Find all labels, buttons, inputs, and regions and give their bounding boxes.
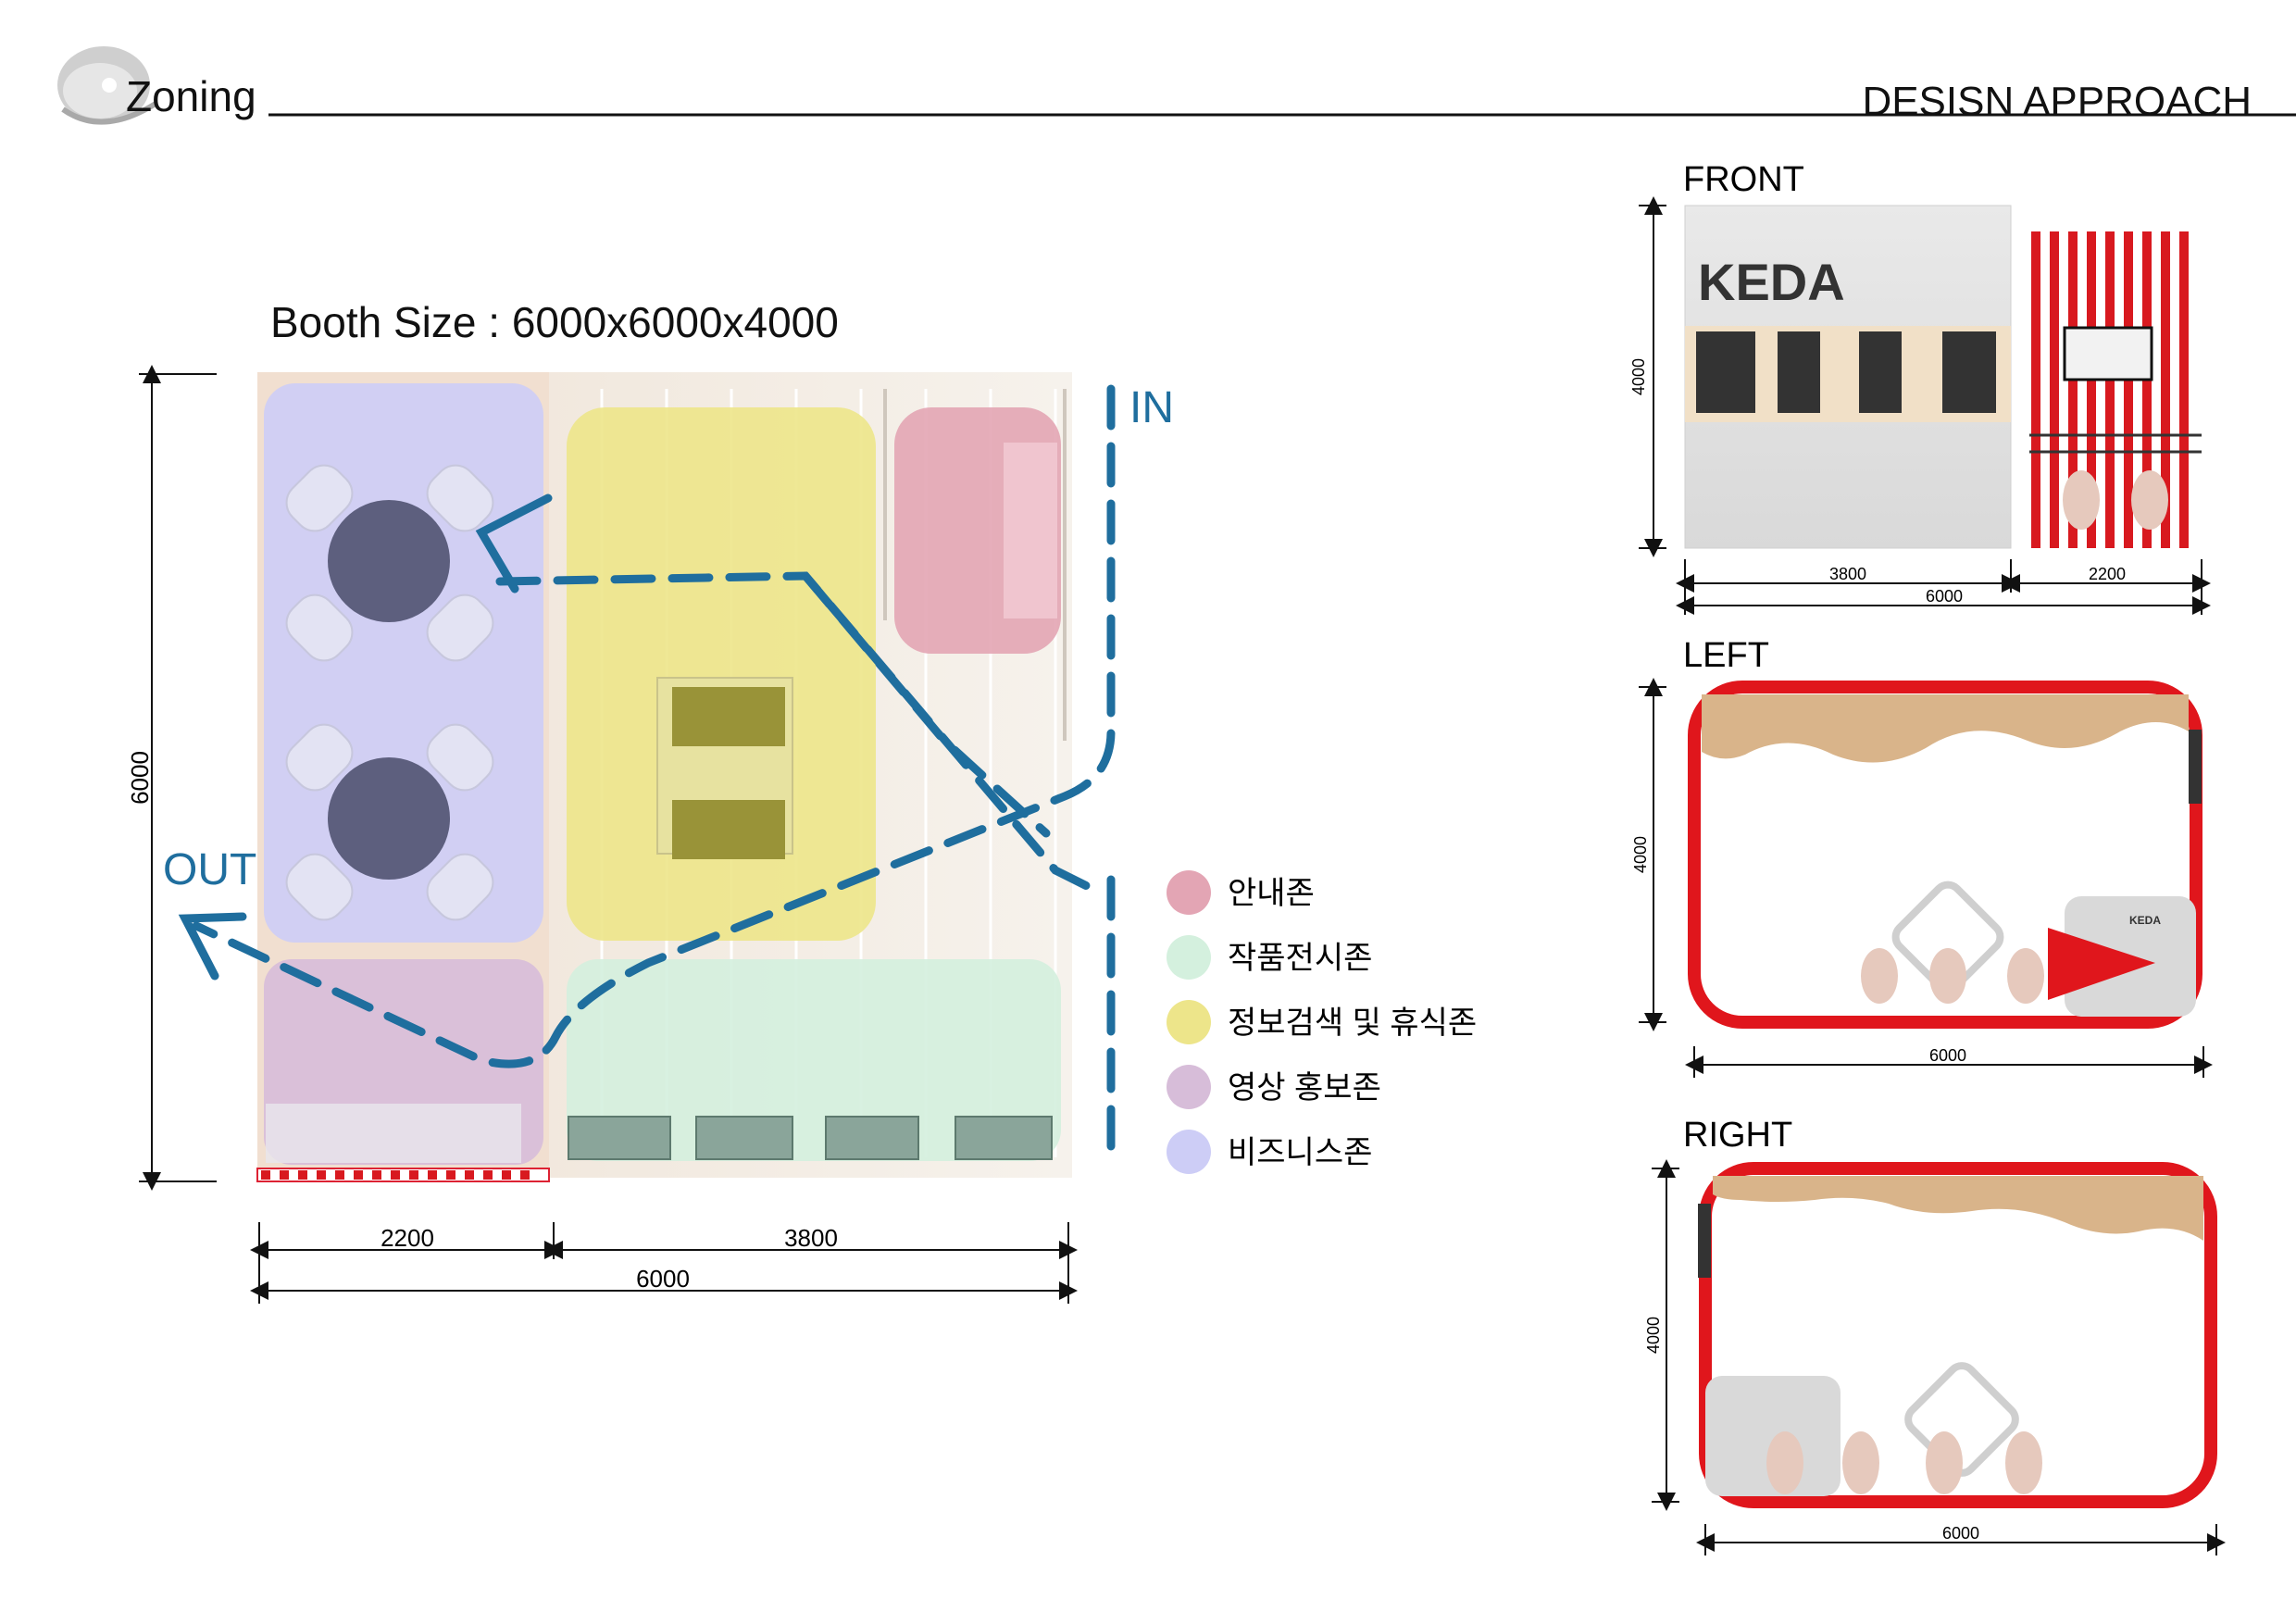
right-chair	[1926, 1431, 1963, 1494]
left-counter-graphic	[2048, 928, 2155, 1000]
left-height-dim: 4000	[1631, 836, 1650, 873]
left-chair	[2007, 948, 2044, 1004]
legend-label: 안내존	[1228, 876, 1315, 911]
dim-vertical: 6000	[126, 751, 154, 805]
section-title: Zoning	[126, 72, 256, 120]
legend-label: 비즈니스존	[1228, 1135, 1372, 1170]
left-chair	[1861, 948, 1898, 1004]
front-dim-a: 3800	[1829, 565, 1866, 583]
front-title: FRONT	[1683, 160, 1804, 199]
out-label: OUT	[163, 845, 256, 894]
right-chair	[2005, 1431, 2042, 1494]
legend-item: 안내존	[1167, 870, 1315, 915]
left-logo-text: KEDA	[2129, 914, 2161, 927]
right-elevation: RIGHT 4000 6000	[1644, 1116, 2226, 1555]
left-table	[1891, 881, 2004, 993]
striped-wall	[256, 1168, 550, 1182]
legend-label: 작품전시존	[1228, 941, 1372, 976]
right-side-screen	[1698, 1204, 1711, 1278]
right-chair	[1766, 1431, 1803, 1494]
plan-dimensions	[139, 365, 1078, 1304]
booth-size-label: Booth Size : 6000x6000x4000	[270, 298, 839, 346]
shell-logo-icon	[57, 46, 157, 125]
left-dim-total: 6000	[1929, 1046, 1966, 1065]
right-counter	[1705, 1376, 1841, 1496]
posters	[1696, 331, 1996, 413]
dim-right-width: 3800	[784, 1224, 838, 1252]
left-dimensions	[1639, 678, 2213, 1078]
right-chair	[1842, 1431, 1879, 1494]
zone-legend: 안내존 작품전시존 정보검색 및 휴식존 영상 홍보존 비즈니스존	[1167, 870, 1477, 1174]
front-dim-total: 6000	[1926, 587, 1963, 606]
legend-swatch	[1167, 1000, 1211, 1044]
front-chair	[2131, 470, 2168, 530]
left-title: LEFT	[1683, 636, 1769, 675]
header: Zoning DESISN APPROACH	[57, 46, 2296, 125]
left-side-screen	[2189, 730, 2202, 804]
legend-label: 영상 홍보존	[1228, 1070, 1381, 1106]
right-height-dim: 4000	[1644, 1317, 1663, 1354]
meeting-table-1	[285, 464, 494, 662]
keda-logo-text: KEDA	[1698, 253, 1845, 311]
left-chair	[1929, 948, 1966, 1004]
zone-exhibition	[567, 959, 1061, 1161]
legend-item: 작품전시존	[1167, 935, 1372, 980]
exhibit-cases	[568, 1116, 1053, 1160]
legend-swatch	[1167, 1065, 1211, 1109]
zone-info-rest	[567, 407, 876, 941]
right-title: RIGHT	[1683, 1116, 1792, 1155]
front-height-dim: 4000	[1629, 358, 1648, 395]
legend-swatch	[1167, 1130, 1211, 1174]
guide-desk	[1004, 443, 1057, 618]
right-dimensions	[1652, 1159, 2226, 1555]
keda-logo: KEDA	[1698, 253, 1845, 311]
front-dimensions	[1639, 196, 2211, 615]
legend-label: 정보검색 및 휴식존	[1228, 1006, 1477, 1041]
meeting-table-2	[285, 723, 494, 921]
right-title: DESISN APPROACH	[1862, 79, 2252, 124]
flow-arrowheads	[178, 493, 553, 981]
front-monitor	[2063, 326, 2153, 381]
front-elevation: FRONT KEDA	[1629, 160, 2211, 615]
dim-left-width: 2200	[381, 1224, 434, 1252]
legend-swatch	[1167, 935, 1211, 980]
info-tables	[656, 677, 793, 859]
visitor-flow-path	[192, 384, 1116, 1162]
front-red-stripes	[2031, 231, 2189, 548]
legend-swatch	[1167, 870, 1211, 915]
left-wood-canopy	[1702, 694, 2189, 763]
right-wood-canopy	[1713, 1176, 2203, 1241]
legend-item: 비즈니스존	[1167, 1130, 1372, 1174]
front-dim-b: 2200	[2089, 565, 2126, 583]
in-label: IN	[1129, 383, 1174, 432]
front-chair	[2063, 470, 2100, 530]
left-elevation: LEFT KEDA 4000 6000	[1631, 636, 2213, 1078]
legend-item: 영상 홍보존	[1167, 1065, 1381, 1109]
promo-screen	[266, 1104, 521, 1163]
floor-plan: Booth Size : 6000x6000x4000	[126, 298, 1174, 1304]
right-dim-total: 6000	[1942, 1524, 1979, 1543]
legend-item: 정보검색 및 휴식존	[1167, 1000, 1477, 1044]
dim-total-width: 6000	[636, 1265, 690, 1293]
